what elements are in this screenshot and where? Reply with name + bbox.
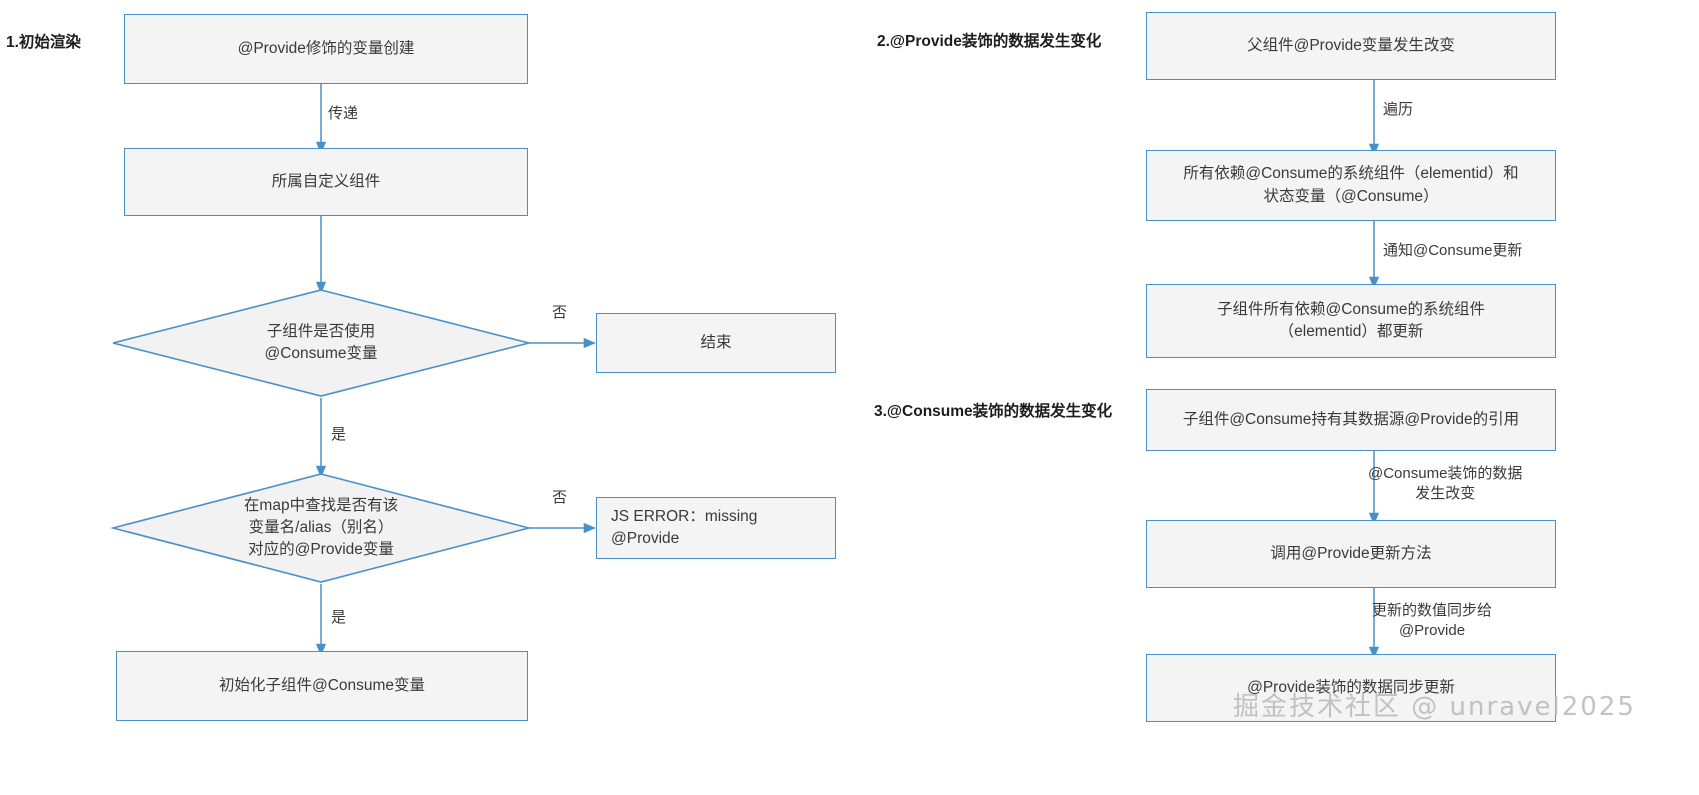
node-end[interactable]: 结束	[596, 313, 836, 373]
node-provide-variable-created[interactable]: @Provide修饰的变量创建	[124, 14, 528, 84]
edge-label-consume-data-changed: @Consume装饰的数据 发生改变	[1368, 465, 1523, 503]
edge-label-no-1: 否	[552, 304, 568, 321]
node-provide-data-sync-update[interactable]: @Provide装饰的数据同步更新	[1146, 654, 1556, 722]
stage-label-2: 2.@Provide装饰的数据发生变化	[877, 33, 1102, 50]
decision-1-text: 子组件是否使用 @Consume变量	[264, 323, 378, 362]
node-child-consume-components-updated[interactable]: 子组件所有依赖@Consume的系统组件 （elementid）都更新	[1146, 284, 1556, 358]
node-parent-provide-changed[interactable]: 父组件@Provide变量发生改变	[1146, 12, 1556, 80]
edge-label-yes-2: 是	[331, 609, 347, 626]
stage-label-1: 1.初始渲染	[6, 34, 81, 51]
decision-map-lookup-provide[interactable]: 在map中查找是否有该 变量名/alias（别名） 对应的@Provide变量	[110, 472, 532, 584]
edge-label-no-2: 否	[552, 489, 568, 506]
node-owner-custom-component[interactable]: 所属自定义组件	[124, 148, 528, 216]
edge-label-sync-value-to-provide: 更新的数值同步给 @Provide	[1372, 602, 1493, 640]
decision-2-text: 在map中查找是否有该 变量名/alias（别名） 对应的@Provide变量	[243, 497, 399, 558]
node-init-child-consume-variable[interactable]: 初始化子组件@Consume变量	[116, 651, 528, 721]
edge-label-yes-1: 是	[331, 426, 347, 443]
diamond-shape-1	[112, 289, 530, 397]
edge-label-notify-consume-update: 通知@Consume更新	[1383, 242, 1523, 259]
decision-child-uses-consume[interactable]: 子组件是否使用 @Consume变量	[110, 288, 532, 398]
edge-label-traverse: 遍历	[1383, 101, 1414, 118]
node-js-error-missing-provide[interactable]: JS ERROR：missing @Provide	[596, 497, 836, 559]
watermark: 掘金技术社区 @ unravel2025	[1233, 692, 1636, 722]
diamond-shape-2	[110, 473, 532, 583]
stage-label-3: 3.@Consume装饰的数据发生变化	[874, 403, 1113, 420]
edge-label-transfer: 传递	[328, 105, 359, 122]
node-all-consume-dependent-components[interactable]: 所有依赖@Consume的系统组件（elementid）和 状态变量（@Cons…	[1146, 150, 1556, 221]
node-call-provide-update-method[interactable]: 调用@Provide更新方法	[1146, 520, 1556, 588]
node-child-consume-holds-provide-ref[interactable]: 子组件@Consume持有其数据源@Provide的引用	[1146, 389, 1556, 451]
